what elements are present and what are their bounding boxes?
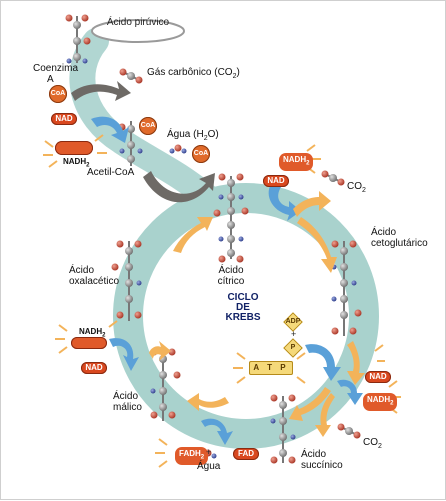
blue-arrow-nad-top	[91, 116, 129, 143]
energy-burst-atp	[233, 352, 306, 384]
ketoglutaric-acid-molecule	[331, 240, 362, 336]
orange-arrow-ring-lower-left	[149, 341, 171, 361]
coenzyme-a-label: Coenzima	[33, 63, 79, 74]
co2-label-bottom: CO2	[363, 437, 382, 450]
adp-plus-sign: +	[291, 329, 297, 339]
citric-acid-molecule	[213, 173, 249, 263]
fad-token: FAD	[233, 448, 259, 460]
blue-arrow-atp	[305, 344, 341, 381]
succinic-acid-molecule	[270, 394, 296, 464]
carbon-dioxide-label: Gás carbônico (CO2)	[147, 67, 240, 80]
coenzyme-a-letter: A	[47, 74, 54, 85]
orange-arrow-co2-release	[315, 393, 335, 437]
nadh2-oval-left	[71, 337, 107, 349]
water-label-top: Água (H2O)	[167, 129, 219, 142]
energy-burst-fadh2	[155, 438, 168, 468]
blue-arrow-nad-left	[109, 338, 139, 371]
pyruvic-acid-molecule	[65, 14, 91, 64]
orange-arrow-ring-left	[173, 217, 213, 253]
water-molecule-top	[169, 144, 187, 154]
nad-token-right-top: NAD	[263, 175, 289, 187]
co2-label-right: CO2	[347, 181, 366, 194]
energy-burst-nadh-left	[55, 320, 118, 354]
acetyl-molecule	[118, 121, 143, 166]
entry-channel	[69, 28, 219, 209]
pyruvic-acid-label: Ácido pirúvico	[106, 17, 170, 28]
orange-arrow-citrate	[293, 191, 331, 217]
energy-burst-nadh-top	[43, 134, 107, 168]
co2-molecule-bottom	[337, 423, 361, 439]
coa-token-acetyl: CoA	[139, 117, 157, 135]
krebs-cycle-title: CICLO DE KREBS	[225, 292, 261, 323]
nadh2-label-left: NADH2	[79, 327, 106, 339]
atp-token: A T P	[249, 361, 293, 375]
gray-arrow-acetyl-entry	[143, 171, 215, 203]
orange-arrow-ring-right-top	[297, 217, 337, 273]
blue-arrow-ketoglutarate	[268, 181, 301, 221]
pyruvic-acid-oval	[91, 19, 185, 43]
nadh2-label-right-bottom: NADH2	[363, 393, 398, 411]
nad-token-left: NAD	[81, 362, 107, 374]
nad-token-right-bottom: NAD	[365, 371, 391, 383]
nad-token-top: NAD	[51, 113, 77, 125]
nadh2-oval-top	[55, 141, 93, 155]
acetyl-coa-label: Acetil-CoA	[87, 167, 135, 178]
coa-token-start: CoA	[49, 85, 67, 103]
orange-arrow-ring-bottom	[187, 393, 229, 411]
oxaloacetic-acid-molecule	[111, 240, 142, 321]
malic-acid-molecule	[150, 348, 181, 421]
fadh2-plus-sign: +	[206, 447, 212, 457]
blue-arrow-fad	[201, 418, 233, 445]
phosphate-label: P	[290, 344, 296, 351]
adp-label: ADP	[285, 318, 301, 325]
gray-arrow-decarboxylation	[71, 81, 131, 101]
co2-molecule-top	[119, 68, 143, 84]
nadh2-label-top: NADH2	[63, 157, 90, 169]
coa-token-released: CoA	[192, 145, 210, 163]
nadh2-label-right-top: NADH2	[279, 153, 314, 171]
orange-arrow-ring-right-mid	[347, 341, 365, 385]
water-label-bottom: Água	[197, 461, 221, 472]
co2-molecule-right	[321, 170, 345, 186]
blue-arrow-nad-right	[337, 379, 363, 405]
orange-arrow-ring-lower-right	[289, 387, 331, 421]
fadh2-label: FADH2	[175, 447, 209, 465]
